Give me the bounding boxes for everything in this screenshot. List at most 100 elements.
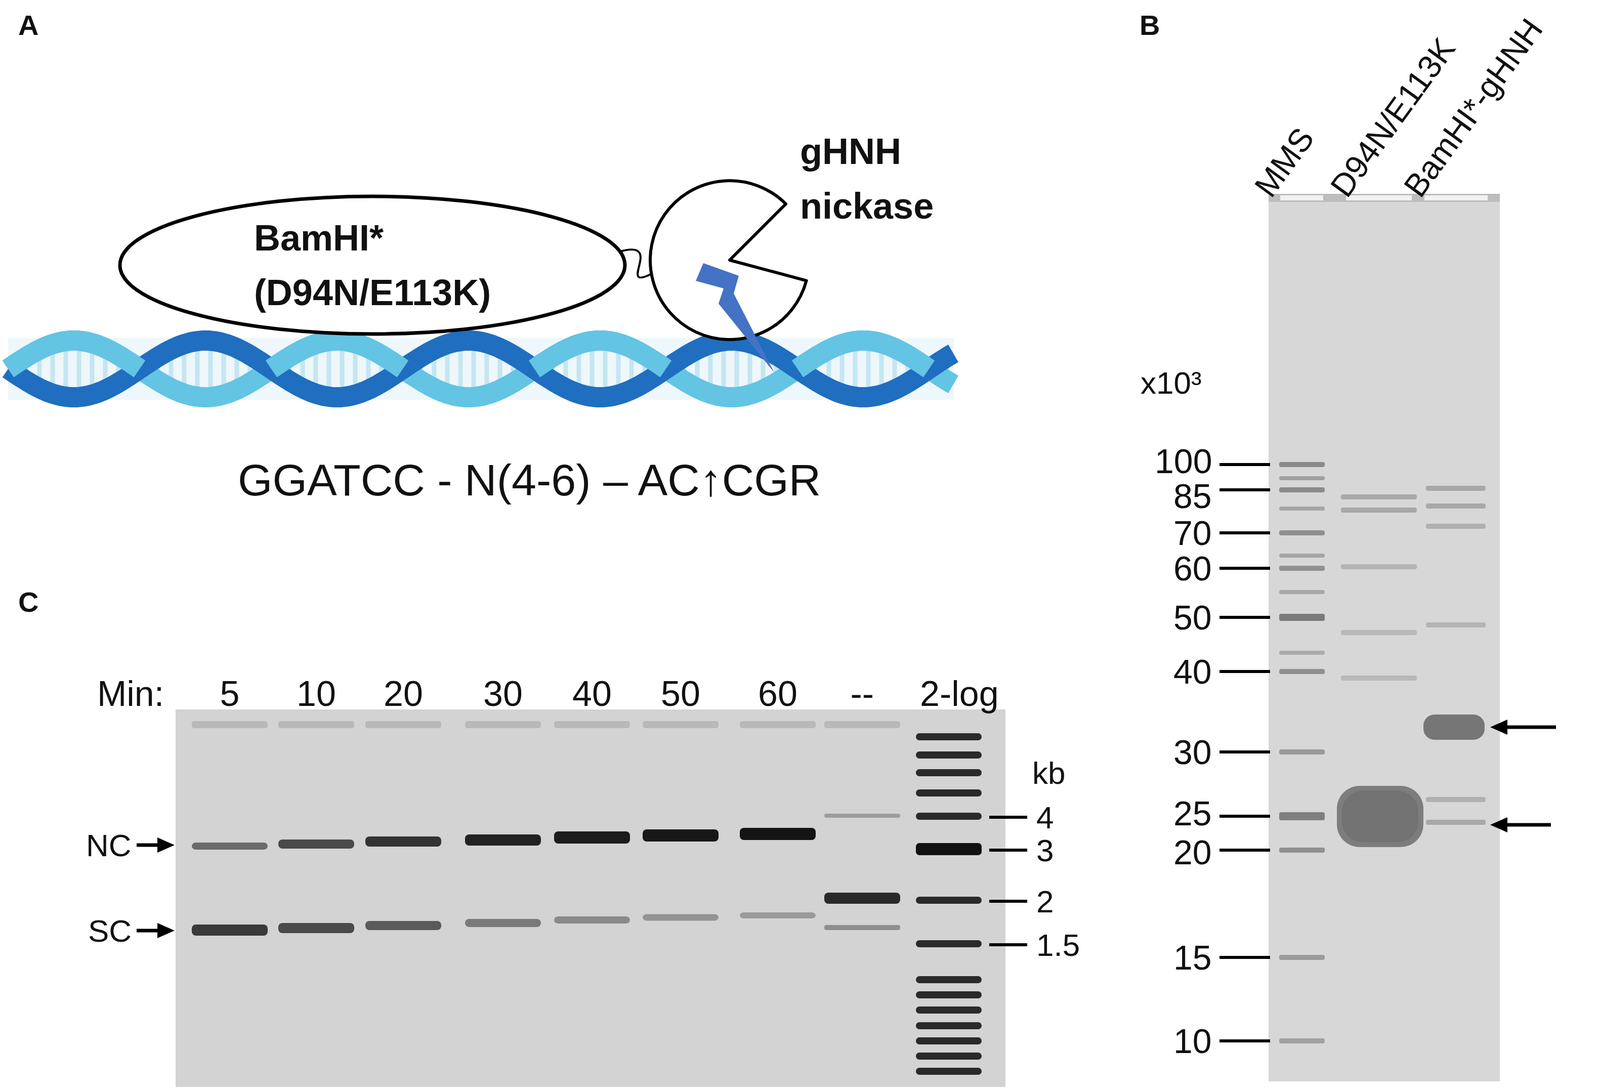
ladder-band — [915, 769, 982, 777]
protein-band — [1425, 485, 1486, 491]
marker-tick — [1219, 669, 1271, 673]
protein-ellipse: BamHI* (D94N/E113K) — [117, 193, 628, 337]
protein-band — [1425, 523, 1486, 529]
ladder-band — [1279, 590, 1325, 595]
band-label: SC — [88, 912, 132, 949]
protein-band — [1340, 564, 1417, 570]
ellipse-outline — [119, 196, 625, 334]
dna-strand-light — [797, 340, 930, 369]
ladder-band — [915, 1037, 982, 1045]
marker-tick — [1219, 488, 1271, 492]
dna-strand-dark — [8, 340, 954, 398]
marker-size: 10 — [1173, 1021, 1212, 1061]
panel-label: A — [18, 9, 39, 42]
panel-label: B — [1139, 9, 1160, 42]
dna-band — [465, 834, 541, 846]
time-label: 20 — [383, 673, 424, 715]
time-label: 10 — [296, 673, 336, 715]
dna-band — [278, 839, 355, 849]
gel-well — [278, 721, 355, 729]
ladder-band — [915, 812, 982, 820]
ladder-band — [915, 751, 982, 759]
band-arrow — [136, 837, 175, 853]
dna-band — [191, 842, 268, 850]
dna-strand-light — [271, 340, 403, 369]
marker-tick — [1219, 814, 1271, 818]
band-arrow — [136, 922, 175, 939]
size-tick — [989, 815, 1028, 819]
ladder-band — [915, 1052, 982, 1060]
size-tick — [989, 943, 1028, 947]
time-label: 5 — [220, 673, 240, 715]
dna-band — [739, 827, 816, 840]
gel-well — [739, 721, 816, 729]
lane-label: MMS — [1248, 122, 1320, 203]
size-label: 1.5 — [1036, 927, 1080, 963]
marker-size: 50 — [1173, 597, 1212, 638]
marker-tick — [1219, 848, 1271, 852]
protein-band — [1425, 796, 1486, 803]
marker-size: 30 — [1173, 732, 1212, 772]
ladder-band — [915, 789, 982, 797]
marker-tick — [1219, 615, 1271, 619]
pacman-outline — [650, 180, 807, 340]
dna-strand-light — [534, 340, 666, 369]
dna-helix — [8, 338, 954, 400]
ladder-band — [1279, 812, 1325, 821]
marker-tick — [1219, 566, 1271, 570]
marker-size: 85 — [1173, 476, 1212, 516]
ladder-band — [1279, 487, 1325, 493]
gel-well — [465, 721, 541, 729]
dna-band — [824, 813, 901, 818]
node-outline — [117, 193, 628, 337]
ladder-band — [915, 1067, 982, 1075]
panel-label: C — [18, 585, 39, 619]
time-label: 30 — [483, 673, 523, 715]
size-label: 2 — [1036, 883, 1054, 920]
marker-size: 60 — [1173, 548, 1212, 588]
band-arrow — [1490, 817, 1551, 833]
protein-band — [1340, 494, 1417, 500]
ladder-band — [1279, 749, 1325, 755]
arrow-shaft — [136, 929, 159, 933]
marker-tick — [1219, 750, 1271, 754]
gel-well — [642, 721, 719, 729]
gel-well — [365, 721, 442, 729]
ladder-band — [915, 940, 982, 948]
size-label: 3 — [1036, 832, 1054, 869]
size-tick — [989, 899, 1028, 903]
arrow-head — [1490, 719, 1508, 735]
nickase-domain: gHNH nickase — [648, 178, 812, 342]
gel-well — [824, 721, 901, 729]
arrow-shaft — [1506, 725, 1556, 730]
ladder-band — [1279, 1038, 1325, 1044]
marker-tick — [1219, 462, 1271, 467]
ladder-band — [1279, 461, 1325, 468]
band-arrow — [1490, 719, 1556, 735]
protein-band — [1425, 503, 1486, 509]
marker-size: 40 — [1173, 651, 1212, 692]
ladder-band — [1279, 476, 1325, 481]
ladder-band — [1279, 530, 1325, 536]
marker-size: 20 — [1173, 832, 1212, 872]
ladder-band — [1279, 650, 1325, 655]
marker-size: 15 — [1173, 937, 1212, 978]
dna-band — [191, 924, 268, 936]
ladder-band — [915, 843, 982, 856]
dna-band — [642, 914, 719, 921]
ladder-band — [1279, 954, 1325, 960]
dna-band — [824, 892, 901, 904]
arrow-shaft — [1506, 823, 1551, 827]
ladder-band — [915, 1022, 982, 1030]
gel-well — [1345, 195, 1412, 201]
ladder-band — [1279, 847, 1325, 853]
axis-unit: x10³ — [1140, 364, 1202, 401]
node-outline — [648, 178, 812, 342]
arrow-shaft — [136, 843, 159, 848]
ladder-band — [915, 991, 982, 999]
protein-band — [1341, 790, 1419, 842]
gel-well — [191, 721, 268, 729]
dna-strand-light — [8, 340, 140, 369]
dna-band — [365, 920, 442, 931]
ladder-band — [1279, 565, 1325, 571]
